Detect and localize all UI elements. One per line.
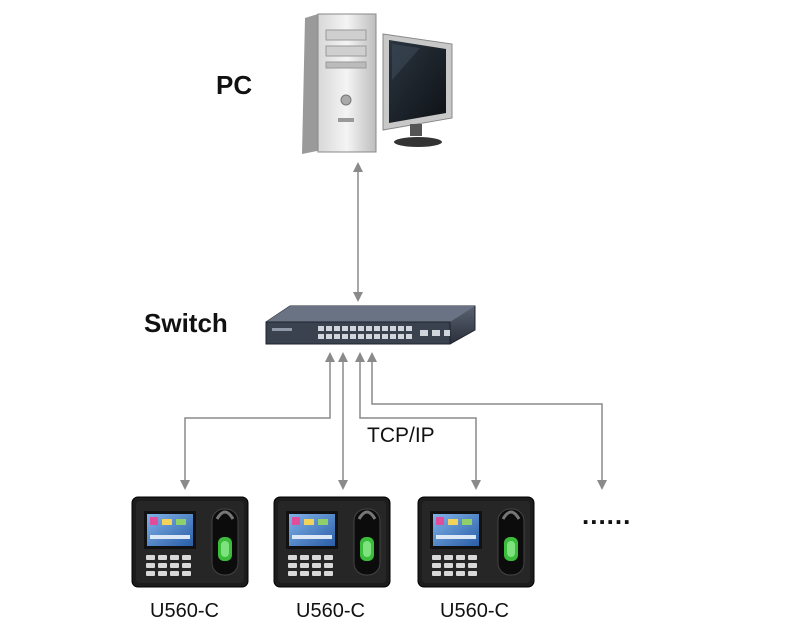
arrow-up-icon (353, 162, 363, 172)
arrow-down-icon (471, 480, 481, 490)
pc-icon (302, 13, 453, 154)
switch-icon (265, 305, 476, 345)
fanout-arrows (180, 352, 607, 490)
protocol-label: TCP/IP (367, 424, 435, 447)
switch-fanout (184, 360, 603, 484)
arrow-down-icon (180, 480, 190, 490)
arrow-up-icon (355, 352, 365, 362)
device-label: U560-C (150, 600, 219, 622)
arrow-down-icon (338, 480, 348, 490)
device-label: U560-C (296, 600, 365, 622)
arrow-down-icon (353, 292, 363, 302)
arrow-up-icon (325, 352, 335, 362)
fingerprint-terminal-icon (131, 496, 249, 588)
pc-label: PC (216, 70, 253, 100)
device-label: U560-C (440, 600, 509, 622)
link-device-3 (359, 360, 477, 484)
fingerprint-terminal-icon (417, 496, 535, 588)
arrow-down-icon (597, 480, 607, 490)
switch-label: Switch (144, 308, 228, 338)
link-more (371, 360, 603, 484)
arrow-up-icon (338, 352, 348, 362)
more-devices-ellipsis: ...... (582, 500, 632, 530)
link-device-1 (184, 360, 331, 484)
device-group (131, 496, 535, 588)
arrow-up-icon (367, 352, 377, 362)
fingerprint-terminal-icon (273, 496, 391, 588)
